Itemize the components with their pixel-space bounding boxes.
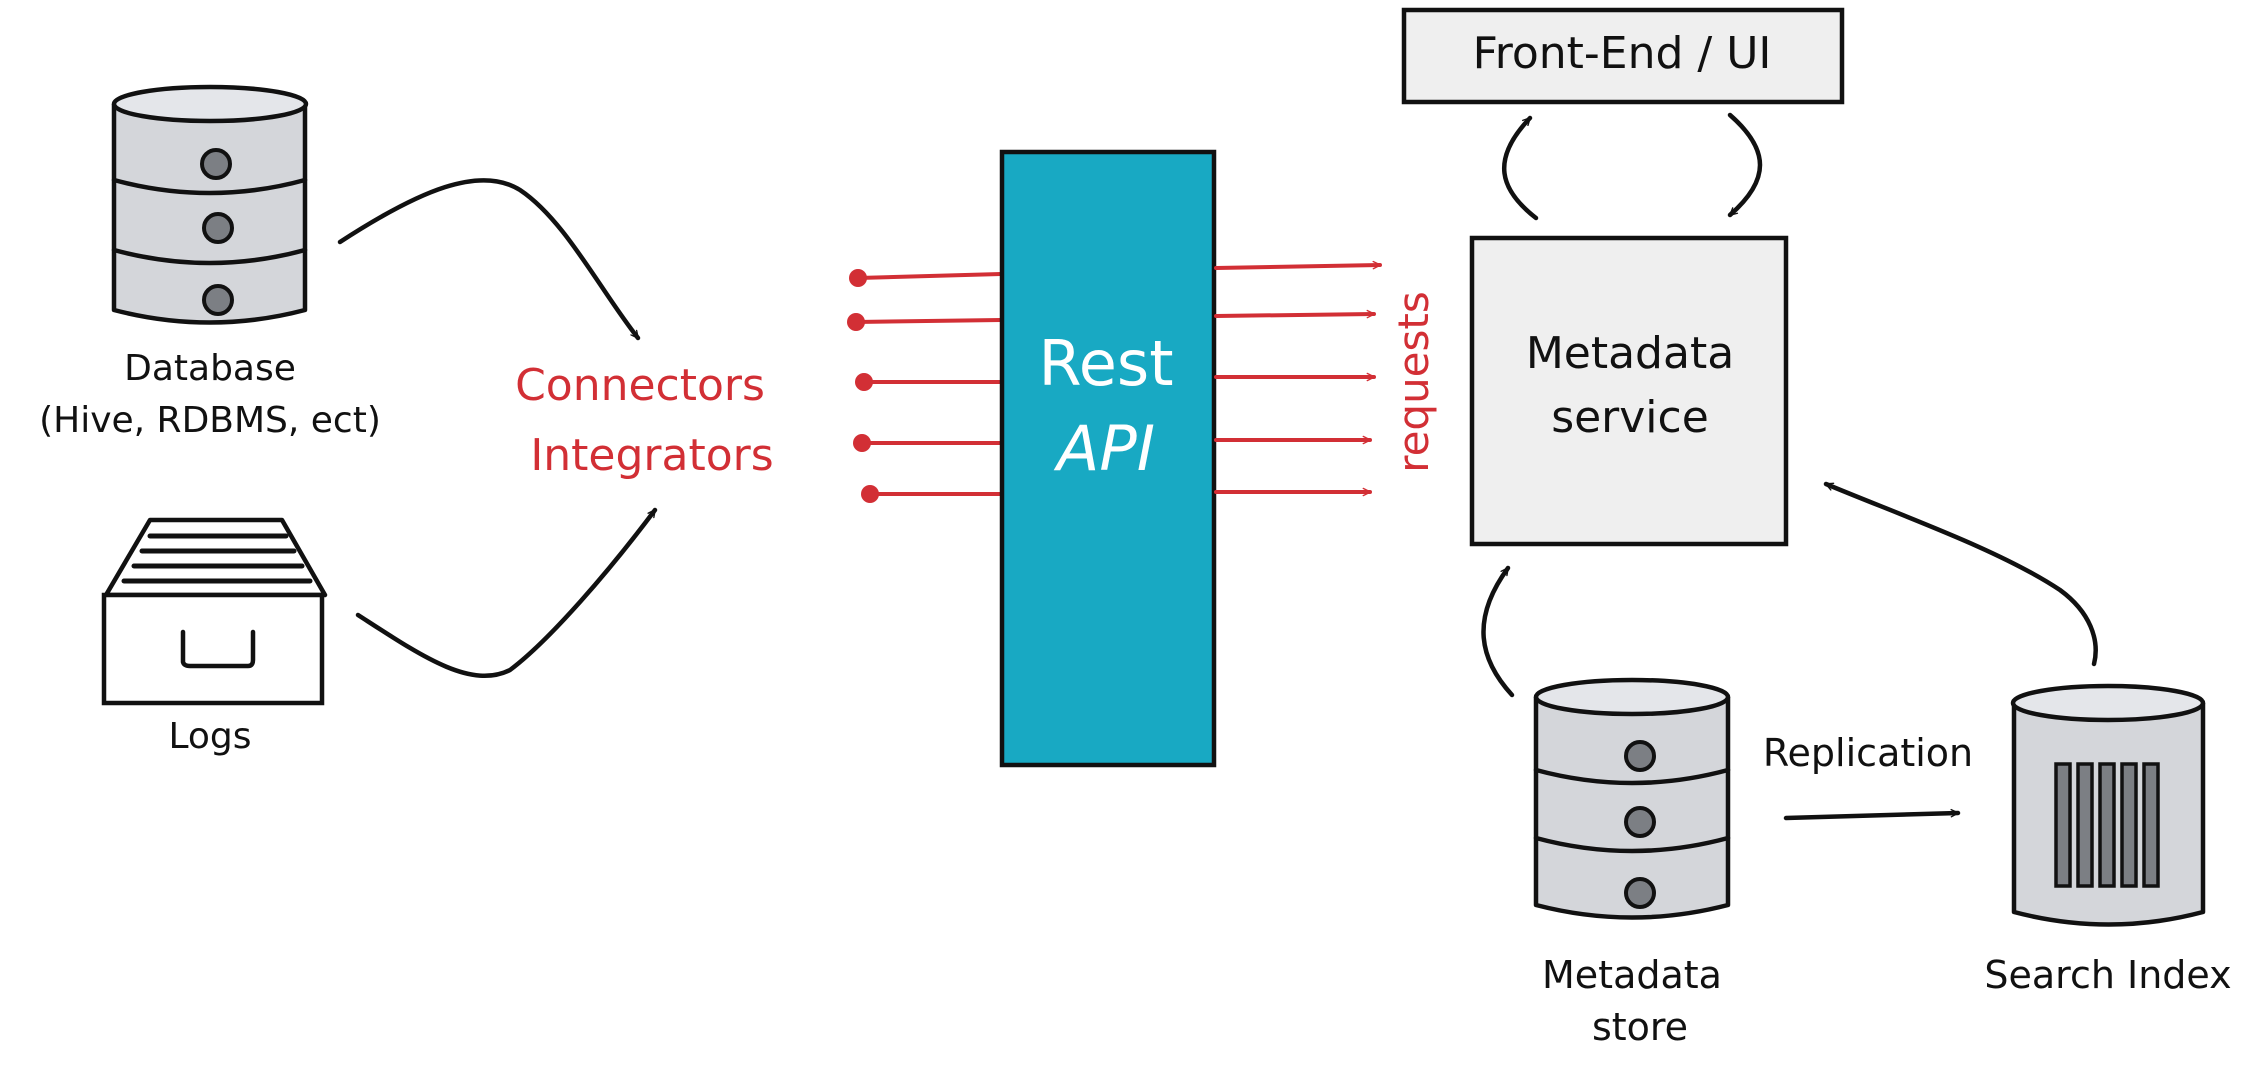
database-label: Database (124, 348, 296, 389)
frontend-box (1401, 7, 1845, 105)
database-to-connectors-arrow (337, 177, 641, 341)
store-to-service-arrow (1481, 565, 1515, 698)
metadata-store-label-line1: Metadata (1542, 953, 1722, 997)
metadata-service-label-line2: service (1551, 392, 1709, 443)
service-to-frontend-arrow (1502, 115, 1539, 221)
frontend-to-service-arrow (1727, 112, 1763, 218)
metadata-service-label-line1: Metadata (1526, 328, 1734, 379)
logs-label: Logs (168, 716, 251, 757)
database-sublabel: (Hive, RDBMS, ect) (39, 400, 381, 441)
inbound-connector-lines (847, 269, 1003, 503)
metadata-store-icon (1533, 677, 1731, 920)
search-index-icon (2010, 683, 2206, 927)
frontend-label: Front-End / UI (1473, 28, 1772, 79)
connectors-label: Connectors (515, 360, 765, 411)
logs-to-connectors-arrow (355, 507, 658, 679)
rest-api-block (999, 149, 1217, 768)
search-index-label: Search Index (1984, 953, 2231, 997)
outbound-request-arrows (1214, 260, 1382, 497)
replication-arrow (1783, 808, 1961, 821)
database-icon (111, 84, 309, 325)
logs-drawer-icon (101, 517, 328, 706)
requests-label: requests (1389, 291, 1438, 473)
replication-label: Replication (1763, 731, 1973, 775)
metadata-store-label-line2: store (1592, 1005, 1688, 1049)
metadata-service-box (1469, 235, 1789, 547)
index-to-service-arrow (1823, 481, 2098, 667)
integrators-label: Integrators (530, 430, 773, 481)
rest-api-label-line1: Rest (1038, 327, 1173, 400)
rest-api-label-line2: API (1053, 412, 1155, 485)
